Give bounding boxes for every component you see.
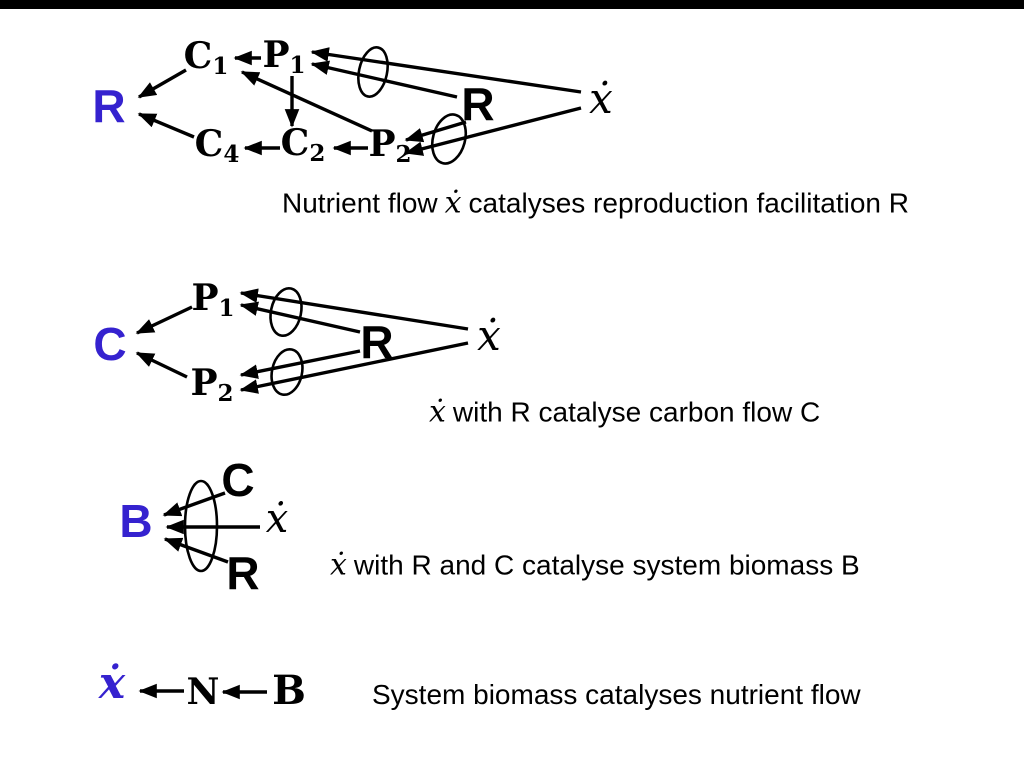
node-B-d4: B: [272, 667, 306, 714]
node-C2-sub: 2: [309, 140, 326, 167]
caption-4-text: System biomass catalyses nutrient flow: [372, 679, 861, 710]
node-P1-d2: P1: [191, 280, 234, 320]
caption-2-xdot: ẋ: [429, 394, 446, 430]
caption-3-xdot: ẋ: [330, 547, 347, 583]
node-P2: P2: [368, 126, 411, 166]
arrow-p2-to-c: [135, 351, 188, 379]
arrow-c1-to-r: [137, 68, 187, 99]
node-C2-base: C: [280, 122, 310, 164]
node-P1-base: P: [262, 34, 290, 76]
arrow-p2-to-c1: [240, 70, 373, 133]
node-B-output: B: [119, 495, 153, 547]
catalysis-ellipse-d3: [183, 479, 219, 573]
node-C-catalyst-d3: C: [221, 454, 255, 506]
catalysis-ellipse-d2-p2: [270, 347, 304, 397]
caption-1-post: catalyses reproduction facilitation R: [468, 187, 909, 219]
node-P1-d2-sub: 1: [218, 295, 235, 322]
node-P2-d2-sub: 2: [217, 380, 234, 407]
node-xdot-d1: ẋ: [589, 74, 613, 123]
caption-3-post: with R and C catalyse system biomass B: [353, 549, 860, 581]
node-xdot-d3: ẋ: [265, 496, 289, 542]
node-N: N: [186, 671, 220, 713]
node-R-output: R: [92, 80, 126, 132]
node-P1-d2-base: P: [191, 277, 219, 319]
catalysis-ellipse-d1-p1: [357, 46, 389, 98]
node-C4: C4: [195, 126, 240, 166]
arrow-xdot-to-p2: [404, 106, 582, 156]
node-P2-base: P: [368, 123, 396, 165]
caption-4: System biomass catalyses nutrient flow: [372, 679, 861, 711]
top-bar: [0, 0, 1024, 9]
arrow-p1-to-c: [135, 305, 193, 335]
node-C-output: C: [93, 318, 127, 370]
arrow-c4-to-r: [137, 112, 195, 139]
arrow-r-to-p2-d2: [239, 349, 361, 379]
node-R-catalyst-d3: R: [226, 547, 260, 599]
node-P2-sub: 2: [395, 141, 412, 168]
arrow-xdot-to-p2-d2: [239, 341, 469, 394]
node-P2-d2-base: P: [190, 362, 218, 404]
caption-1-xdot: ẋ: [444, 185, 462, 221]
node-xdot-output: ẋ: [98, 658, 126, 709]
node-C4-base: C: [194, 123, 224, 165]
node-C1-base: C: [183, 35, 213, 77]
node-C4-sub: 4: [223, 141, 240, 168]
caption-2-post: with R catalyse carbon flow C: [452, 396, 821, 428]
node-C1-sub: 1: [212, 53, 229, 80]
node-P1: P1: [262, 37, 305, 77]
node-C2: C2: [281, 125, 326, 165]
catalysis-ellipse-d1-p2: [430, 113, 468, 165]
arrow-xdot-to-p1-d2: [239, 288, 469, 331]
arrow-r-to-b: [163, 537, 229, 564]
node-xdot-d2: ẋ: [477, 311, 501, 360]
node-R-catalyst-d1: R: [461, 78, 495, 130]
caption-1-pre: Nutrient flow: [282, 187, 438, 219]
node-C1: C1: [184, 38, 229, 78]
arrow-xdot-to-p1: [310, 47, 582, 94]
node-R-catalyst-d2: R: [360, 316, 394, 368]
node-P1-sub: 1: [289, 52, 306, 79]
catalysis-ellipse-d2-p1: [269, 287, 303, 337]
node-P2-d2: P2: [190, 365, 233, 405]
arrow-c-to-b: [162, 491, 226, 517]
